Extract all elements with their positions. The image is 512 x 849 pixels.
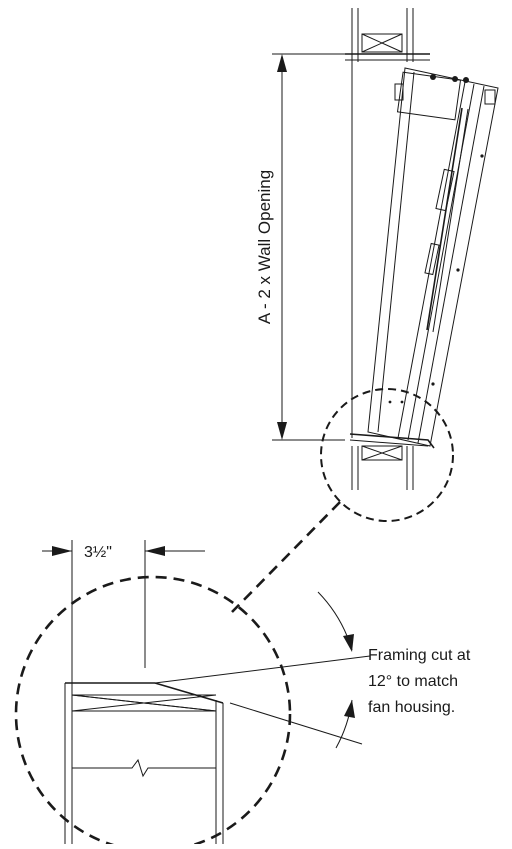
angle-arrow-top (343, 634, 354, 652)
dimension-arrow-down (277, 422, 287, 440)
upper-stud-framing (345, 8, 430, 62)
callout-line-3: fan housing. (368, 699, 455, 716)
enlarged-framing-detail (64, 682, 224, 844)
stud-width-arrow-right (145, 546, 165, 556)
stud-width-dimension: 3½" (42, 540, 205, 683)
callout-line-2: 12° to match (368, 673, 458, 690)
detail-enlargement-circle (14, 575, 292, 849)
angle-arrow-bottom (344, 700, 355, 718)
lower-stud-framing (351, 445, 414, 490)
stud-width-arrow-left (52, 546, 72, 556)
angle-callout: Framing cut at 12° to match fan housing. (154, 591, 471, 749)
detail-marker-circle (320, 388, 454, 522)
wall-opening-dimension: A - 2 x Wall Opening (255, 53, 345, 441)
dimension-arrow-up (277, 54, 287, 72)
wall-opening-label: A - 2 x Wall Opening (255, 170, 274, 324)
stud-width-label: 3½" (84, 544, 112, 561)
fan-housing (349, 67, 499, 449)
callout-line-1: Framing cut at (368, 647, 471, 664)
detail-leader-line (231, 501, 341, 613)
